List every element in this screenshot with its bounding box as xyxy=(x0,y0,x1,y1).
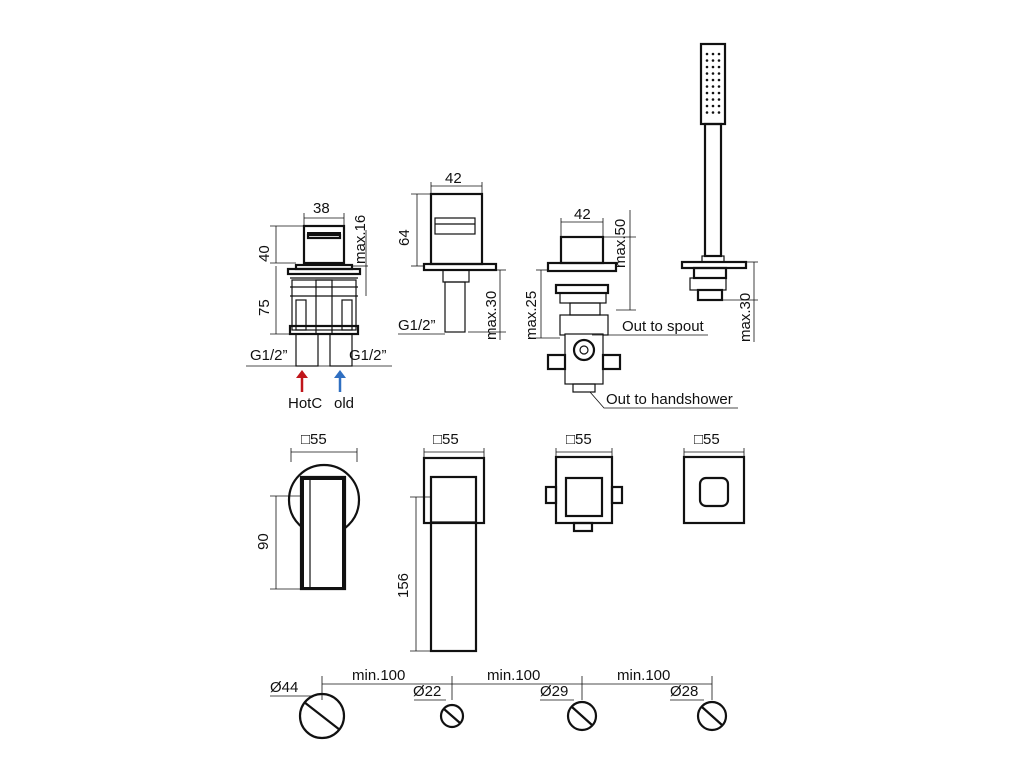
cold-label: old xyxy=(334,395,354,412)
mixer-side-view: 38 40 75 max.16 G1/2” G1/2” HotC old xyxy=(246,200,392,412)
mixer-top-view: □55 90 xyxy=(255,431,361,591)
hole-layout: min.100 min.100 min.100 Ø44 Ø22 Ø29 Ø28 xyxy=(270,667,728,740)
dim-75: 75 xyxy=(256,299,273,316)
dim-90: 90 xyxy=(255,533,272,550)
spray-hole xyxy=(705,98,709,101)
spray-hole xyxy=(717,72,721,75)
dia-44: Ø44 xyxy=(270,679,298,696)
diverter-top-view: □55 xyxy=(544,431,624,533)
spray-hole xyxy=(705,65,709,69)
handshower-top-view: □55 xyxy=(682,431,746,525)
dim-42a: 42 xyxy=(445,170,462,187)
spray-hole xyxy=(705,78,709,82)
dim-max50: max.50 xyxy=(612,219,629,268)
dim-40: 40 xyxy=(256,245,273,262)
dia-22: Ø22 xyxy=(413,683,441,700)
spray-hole xyxy=(705,59,709,62)
spray-hole xyxy=(717,59,721,62)
spray-holes xyxy=(705,52,721,114)
spray-hole xyxy=(717,104,721,108)
spray-hole xyxy=(717,65,721,69)
dia-28: Ø28 xyxy=(670,683,698,700)
spray-hole xyxy=(705,72,709,75)
spray-hole xyxy=(705,104,709,108)
thread-left: G1/2” xyxy=(250,347,288,364)
dim-min100-3: min.100 xyxy=(617,667,670,684)
spray-hole xyxy=(717,52,721,56)
spray-hole xyxy=(717,85,721,88)
dim-38: 38 xyxy=(313,200,330,217)
spray-hole xyxy=(711,111,715,114)
spray-hole xyxy=(705,85,709,88)
spout-top-view: □55 156 xyxy=(395,431,486,653)
spray-hole xyxy=(711,52,715,56)
dim-max30b: max.30 xyxy=(737,293,754,342)
spray-hole xyxy=(711,104,715,108)
spray-hole xyxy=(717,98,721,101)
spray-hole xyxy=(711,91,715,95)
hot-label: HotC xyxy=(288,395,322,412)
spray-hole xyxy=(711,78,715,82)
dim-max25: max.25 xyxy=(523,291,540,340)
spray-hole xyxy=(711,72,715,75)
sq55-4: □55 xyxy=(694,431,720,448)
spray-hole xyxy=(717,111,721,114)
dim-64: 64 xyxy=(396,229,413,246)
label-out-handshower: Out to handshower xyxy=(606,391,733,408)
thread-spout: G1/2” xyxy=(398,317,436,334)
sq55-2: □55 xyxy=(433,431,459,448)
handshower-side-view: max.30 xyxy=(680,42,758,342)
dia-29: Ø29 xyxy=(540,683,568,700)
spray-hole xyxy=(717,91,721,95)
spray-hole xyxy=(711,59,715,62)
dim-min100-2: min.100 xyxy=(487,667,540,684)
dim-max16: max.16 xyxy=(352,215,369,264)
spray-hole xyxy=(705,52,709,56)
dim-156: 156 xyxy=(395,573,412,598)
label-out-spout: Out to spout xyxy=(622,318,705,335)
spray-hole xyxy=(705,111,709,114)
sq55-3: □55 xyxy=(566,431,592,448)
sq55-1: □55 xyxy=(301,431,327,448)
spout-side-view: 42 64 max.30 G1/2” xyxy=(396,170,506,340)
dim-42b: 42 xyxy=(574,206,591,223)
dim-max30a: max.30 xyxy=(483,291,500,340)
spray-hole xyxy=(711,98,715,101)
dim-min100-1: min.100 xyxy=(352,667,405,684)
spray-hole xyxy=(711,85,715,88)
spray-hole xyxy=(705,91,709,95)
thread-right: G1/2” xyxy=(349,347,387,364)
spray-hole xyxy=(717,78,721,82)
spray-hole xyxy=(711,65,715,69)
diverter-side-view: 42 max.50 max.25 Out to spout Out to han… xyxy=(523,206,738,409)
